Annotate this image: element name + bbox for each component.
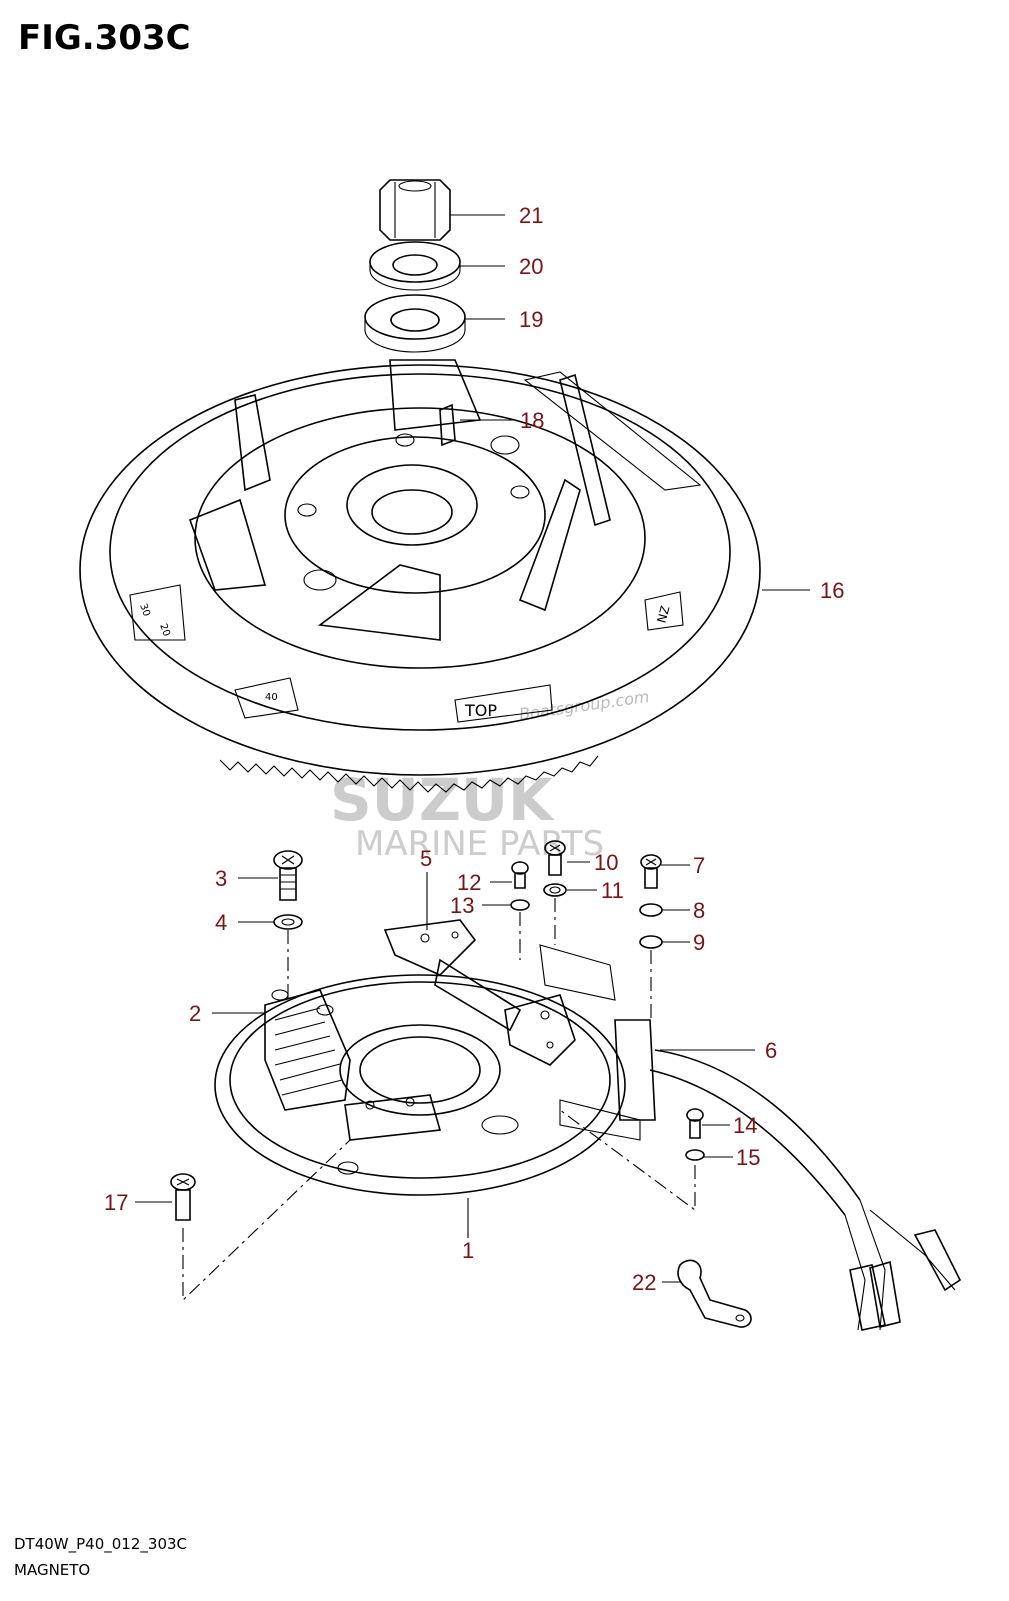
callout-12[interactable]: 12 xyxy=(457,870,481,895)
part-16-flywheel: TOP NZ 30 20 40 xyxy=(79,359,761,793)
part-4-washer xyxy=(273,914,303,930)
part-3-screw xyxy=(273,850,303,901)
callout-19[interactable]: 19 xyxy=(519,307,543,332)
part-9-washer xyxy=(639,935,663,949)
callout-5[interactable]: 5 xyxy=(420,846,432,871)
callout-1[interactable]: 1 xyxy=(462,1238,474,1263)
callout-15[interactable]: 15 xyxy=(736,1145,760,1170)
callout-17[interactable]: 17 xyxy=(104,1190,128,1215)
callout-2[interactable]: 2 xyxy=(189,1001,201,1026)
scale-label-b: 40 xyxy=(265,692,278,703)
flywheel-stamp-top: TOP xyxy=(464,701,497,720)
part-21-nut xyxy=(379,179,451,241)
part-7-screw xyxy=(640,854,662,889)
part-17-screw xyxy=(170,1173,196,1221)
part-1-stator-base xyxy=(214,974,626,1196)
part-13-washer xyxy=(510,899,530,911)
part-15-washer xyxy=(685,1149,705,1161)
part-20-washer xyxy=(369,241,461,291)
part-11-washer xyxy=(543,883,567,897)
callout-3[interactable]: 3 xyxy=(215,866,227,891)
figure-title: FIG.303C xyxy=(18,18,191,58)
callouts: 21 20 19 18 16 3 4 2 5 12 13 10 11 7 8 9… xyxy=(104,203,844,1295)
watermark-site: Boatsgroup.com xyxy=(518,687,651,724)
callout-6[interactable]: 6 xyxy=(765,1038,777,1063)
callout-9[interactable]: 9 xyxy=(693,930,705,955)
figure-code: DT40W_P40_012_303C xyxy=(14,1535,187,1553)
part-14-screw xyxy=(686,1108,704,1139)
callout-13[interactable]: 13 xyxy=(450,893,474,918)
callout-16[interactable]: 16 xyxy=(820,578,844,603)
part-22-clamp xyxy=(677,1259,752,1328)
callout-11[interactable]: 11 xyxy=(601,878,624,903)
callout-10[interactable]: 10 xyxy=(594,850,618,875)
callout-20[interactable]: 20 xyxy=(519,254,543,279)
part-5-pulser-coil xyxy=(383,919,616,1066)
watermark-brand: SUZUK xyxy=(330,766,555,834)
callout-4[interactable]: 4 xyxy=(215,910,227,935)
part-2-charging-coil xyxy=(264,989,442,1141)
watermark-line2: MARINE PARTS xyxy=(355,824,604,864)
part-19-washer xyxy=(364,294,466,353)
scale-label-a2: 20 xyxy=(157,622,172,638)
callout-22[interactable]: 22 xyxy=(632,1270,656,1295)
leader-lines xyxy=(135,214,810,1302)
callout-18[interactable]: 18 xyxy=(520,408,544,433)
part-12-screw xyxy=(511,861,529,889)
callout-21[interactable]: 21 xyxy=(519,203,543,228)
part-10-screw xyxy=(544,840,566,876)
part-8-washer xyxy=(639,903,663,917)
flywheel-stamp-side: NZ xyxy=(655,604,673,624)
callout-14[interactable]: 14 xyxy=(733,1113,757,1138)
callout-8[interactable]: 8 xyxy=(693,898,705,923)
callout-7[interactable]: 7 xyxy=(693,853,705,878)
figure-name: MAGNETO xyxy=(14,1561,91,1579)
scale-label-a1: 30 xyxy=(137,602,152,618)
part-6-wiring-harness xyxy=(559,1019,962,1331)
